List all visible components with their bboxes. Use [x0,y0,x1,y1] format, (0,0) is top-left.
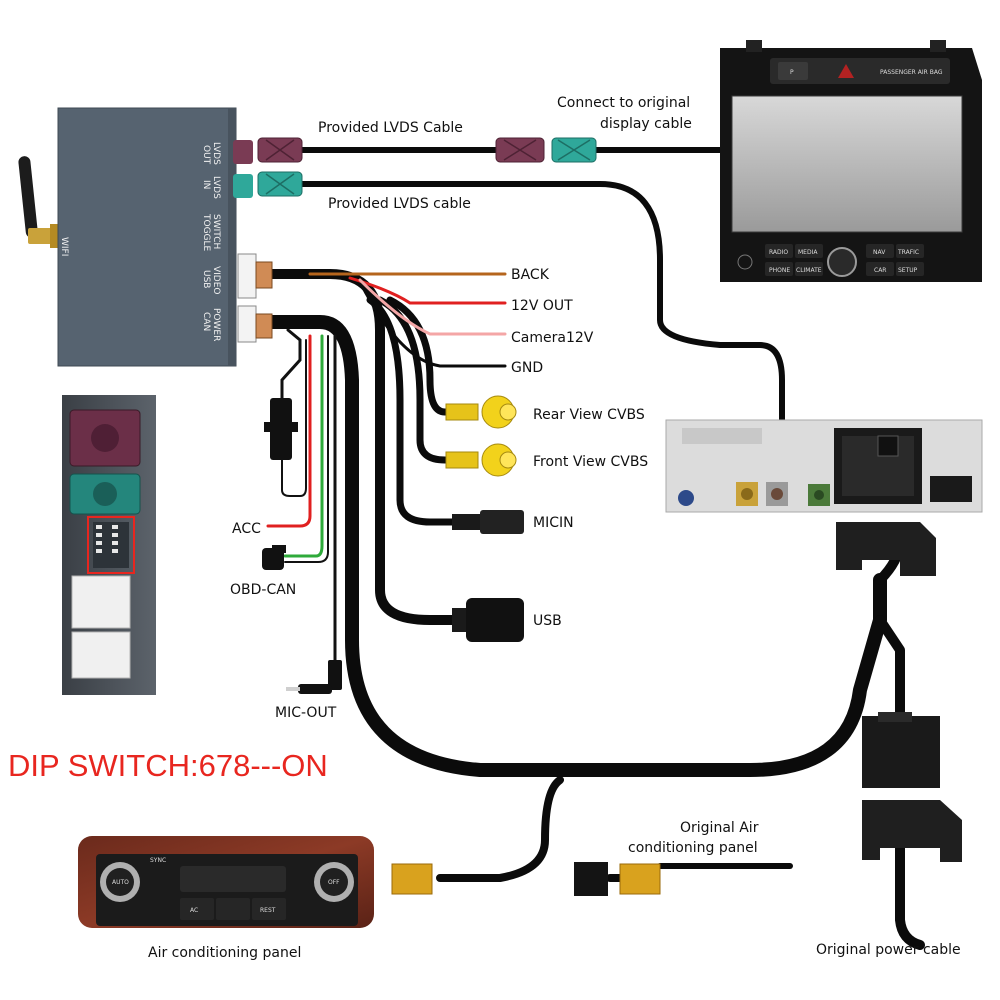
svg-text:LVDS: LVDS [211,176,221,199]
label-12v-out: 12V OUT [511,298,573,314]
ac-branch-cable [436,776,564,882]
usb-video-socket [237,253,257,299]
label-display-cable-2: display cable [600,116,692,132]
label-obd-can: OBD-CAN [230,582,296,598]
svg-text:CLIMATE: CLIMATE [796,267,822,274]
ac-panel: SYNC AUTO OFF AC REST [78,836,661,928]
in-lvds-socket [233,174,253,198]
ac-original-plug [619,863,661,895]
label-acc: ACC [232,521,261,537]
lvds-in-cable [297,181,785,433]
label-micin: MICIN [533,515,574,531]
ac-panel-plug [391,863,433,895]
label-rear-view: Rear View CVBS [533,407,645,423]
svg-text:SYNC: SYNC [150,857,166,864]
obd-connector [262,545,286,570]
module-side-photo [62,395,156,695]
ac-coupler [574,862,608,896]
svg-text:IN: IN [201,180,211,189]
label-usb: USB [533,613,562,629]
svg-text:PHONE: PHONE [769,267,790,274]
label-display-cable-1: Connect to original [557,95,690,111]
label-lvds-in: Provided LVDS cable [328,196,471,212]
port-labels: OUT LVDS IN LVDS TOGGLE SWITCH USB VIDEO… [201,142,221,341]
wire-cam12v [358,278,507,336]
wire-12v [348,276,507,305]
rh-power-cable [895,815,925,950]
end-connectors [262,395,524,694]
wire-obd-green [283,334,324,558]
label-camera12v: Camera12V [511,330,594,346]
svg-text:MEDIA: MEDIA [798,249,818,256]
svg-text:PASSENGER AIR BAG: PASSENGER AIR BAG [880,69,943,76]
svg-text:AUTO: AUTO [112,879,129,886]
label-front-view: Front View CVBS [533,454,648,470]
can-power-plug [255,313,273,339]
wire-obd-black [284,335,329,563]
label-back: BACK [511,267,550,283]
label-gnd: GND [511,360,543,376]
branch-micin [366,296,459,526]
mic-out-plug [286,660,342,694]
module-body [57,107,237,367]
svg-text:POWER: POWER [211,308,221,341]
wifi-label: WIFI [59,237,69,256]
wire-fuse-out [281,339,307,497]
micin-jack [452,510,524,534]
label-original-ac-2: conditioning panel [628,840,758,856]
svg-text:USB: USB [201,270,211,288]
svg-text:SETUP: SETUP [898,267,918,274]
out-lvds-socket [233,140,253,164]
wifi-antenna [18,156,60,248]
svg-text:CAR: CAR [874,267,886,274]
can-power-socket [237,305,257,343]
svg-text:TOGGLE: TOGGLE [201,213,211,252]
svg-text:CAN: CAN [201,312,211,331]
branch-gnd [358,280,507,368]
lvds-plugs [255,137,795,471]
wire-acc [266,334,312,528]
dip-switch-highlight [87,516,135,574]
rh-loop-cable [875,535,905,725]
dip-switch-note: DIP SWITCH:678---ON [8,748,328,783]
svg-text:NAV: NAV [873,249,886,256]
signal-wires [266,272,507,662]
svg-text:OUT: OUT [201,145,211,165]
fuse-holder [264,398,298,460]
branch-rear [386,296,454,416]
usb-video-plug [255,261,273,289]
svg-text:P: P [790,69,794,76]
head-unit: P PASSENGER AIR BAG RADIO MEDIA NAV TRAF… [720,40,982,282]
svg-text:SWITCH: SWITCH [211,214,221,249]
label-lvds-out: Provided LVDS Cable [318,120,463,136]
wire-power-black [280,328,302,422]
svg-text:REST: REST [260,907,276,914]
original-power-connectors [836,522,962,862]
svg-text:LVDS: LVDS [211,142,221,165]
head-unit-back [665,419,983,513]
svg-text:VIDEO: VIDEO [211,266,221,295]
svg-text:RADIO: RADIO [769,249,788,256]
power-loop-cable [265,315,887,777]
head-unit-screen [731,95,963,233]
label-mic-out: MIC-OUT [275,705,337,721]
label-ac-panel: Air conditioning panel [148,945,301,961]
front-rca [445,443,517,477]
usb-female [452,598,524,642]
svg-text:OFF: OFF [328,879,340,886]
svg-text:AC: AC [190,907,198,914]
interface-module: WIFI OUT LVDS IN LVDS TOGGLE SWITCH USB … [18,107,257,367]
labels: Provided LVDS Cable Provided LVDS cable … [8,95,961,961]
rear-rca [445,395,517,429]
label-original-ac-1: Original Air [680,820,759,836]
label-original-power: Original power cable [816,942,961,958]
head-unit-buttons: RADIO MEDIA NAV TRAFIC PHONE CLIMATE CAR… [765,244,924,276]
svg-text:TRAFIC: TRAFIC [897,249,919,256]
